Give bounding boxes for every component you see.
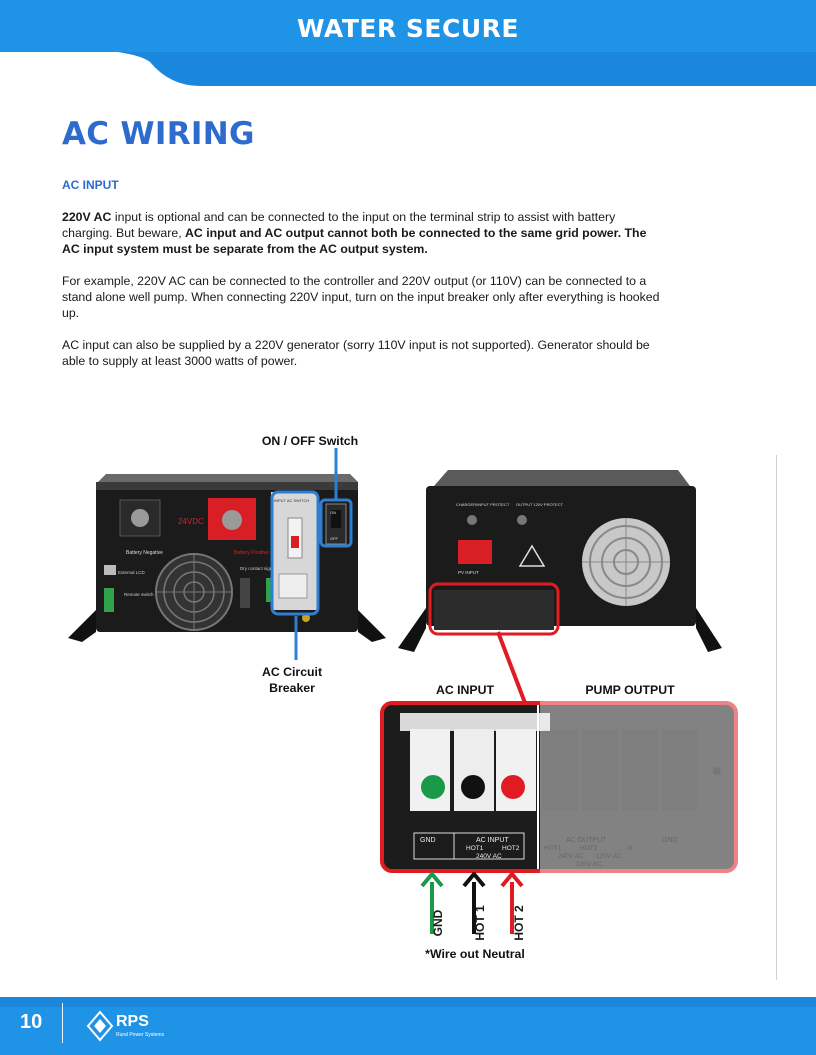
terminal-block-closeup: GND AC INPUT HOT1 HOT2 240V AC AC OUTPUT… <box>380 701 738 873</box>
breaker-label-line-2: Breaker <box>269 681 315 695</box>
logo-text: RPS <box>116 1013 149 1030</box>
terminal-120v-b-text: 120V AC <box>576 861 602 868</box>
remote-switch-text: Remote switch <box>124 592 154 597</box>
battery-negative-text: Battery Negative <box>126 550 163 556</box>
terminal-gnd-out-text: GND <box>662 837 678 844</box>
gnd-arrow <box>420 872 444 934</box>
voltage-text: 24VDC <box>178 517 204 526</box>
neutral-note: *Wire out Neutral <box>425 947 525 961</box>
p1-bold-a: 220V AC <box>62 210 112 224</box>
on-text: ON <box>330 510 336 515</box>
page-number: 10 <box>20 1011 43 1033</box>
terminal-gnd-text: GND <box>420 837 436 844</box>
page-title: AC WIRING <box>62 116 255 152</box>
terminal-hot1-out-text: HOT1 <box>544 845 562 852</box>
footer-divider <box>62 1003 63 1043</box>
terminal-ac-output-text: AC OUTPUT <box>566 837 607 844</box>
rps-logo <box>86 1010 114 1042</box>
wire-hot1-label: HOT 1 <box>473 905 487 941</box>
battery-positive-text: Battery Positive <box>234 550 269 556</box>
pv-input-text: PV INPUT <box>458 570 479 575</box>
callout-lines-blue <box>294 448 338 660</box>
p1-text-a: input is optional and can be connected t… <box>62 210 616 240</box>
paragraph-1: 220V AC input is optional and can be con… <box>62 209 667 257</box>
pump-output-terminals <box>540 701 738 873</box>
terminal-ac-input-text: AC INPUT <box>476 837 509 844</box>
off-text: OFF <box>330 536 339 541</box>
p1-bold-b: AC input and AC output cannot both be co… <box>62 226 647 256</box>
paragraph-3: AC input can also be supplied by a 220V … <box>62 338 650 368</box>
charger-protect-text: CHARGER/INPUT PROTECT <box>456 502 510 507</box>
terminal-blocks <box>410 729 536 811</box>
pump-output-label: PUMP OUTPUT <box>585 683 675 697</box>
wire-gnd-label: GND <box>431 909 445 937</box>
terminal-240v-out-text: 240V AC <box>558 853 584 860</box>
inverter-rear-photo-left: 24VDC Battery Negative Battery Positive … <box>68 474 386 642</box>
terminal-hot2-text: HOT2 <box>502 845 520 852</box>
logo-subtext: Rural Power Systems <box>116 1032 165 1038</box>
hot1-arrow <box>462 872 486 934</box>
section-heading: AC INPUT <box>62 178 119 192</box>
inverter-rear-photo-right: CHARGER/INPUT PROTECT OUTPUT 120V PROTEC… <box>398 470 722 652</box>
wire-hot2-label: HOT 2 <box>512 905 526 941</box>
header-title: WATER SECURE <box>296 14 519 43</box>
terminal-240v-text: 240V AC <box>476 853 502 860</box>
ac-input-label: AC INPUT <box>435 683 495 697</box>
breaker-label-line-1: AC Circuit <box>261 665 323 679</box>
input-ac-switch-text: INPUT AC SWITCH <box>274 498 309 503</box>
dry-contact-text: Dry contact signal <box>240 566 276 571</box>
right-margin-line <box>776 455 777 980</box>
wire-arrows <box>420 872 524 934</box>
header-banner <box>0 0 816 86</box>
terminal-n-text: N <box>628 845 633 852</box>
paragraph-2: For example, 220V AC can be connected to… <box>62 274 660 320</box>
footer-banner <box>0 997 816 1055</box>
hot2-arrow <box>500 872 524 934</box>
terminal-120v-text: 120V AC <box>596 853 622 860</box>
external-lcd-text: External LCD <box>118 570 146 575</box>
terminal-hot2-out-text: HOT2 <box>580 845 598 852</box>
pump-output-terminal-labels: AC OUTPUT GND HOT1 HOT2 N 240V AC 120V A… <box>544 837 678 868</box>
output-protect-text: OUTPUT 120V PROTECT <box>516 502 564 507</box>
on-off-switch-label: ON / OFF Switch <box>261 434 359 448</box>
terminal-hot1-text: HOT1 <box>466 845 484 852</box>
